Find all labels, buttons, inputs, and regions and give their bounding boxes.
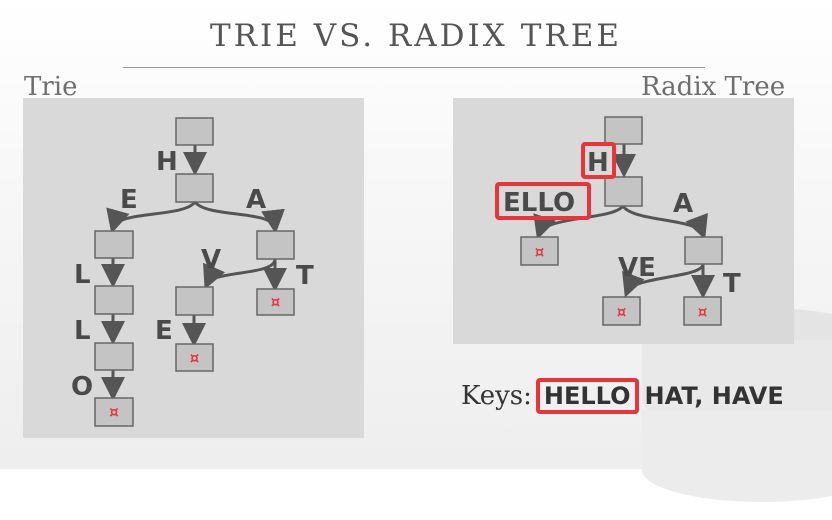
radix-highlight-h	[581, 142, 616, 179]
trie-terminal-symbol: ¤	[109, 403, 119, 421]
trie-root-node	[175, 117, 214, 146]
trie-label-e: E	[120, 185, 138, 215]
radix-label-ello: ELLO	[503, 188, 575, 218]
radix-panel: ¤ ¤ ¤ H ELLO A VE T	[453, 98, 794, 344]
trie-label-h: H	[156, 147, 178, 177]
radix-terminal-hat	[683, 296, 722, 326]
radix-terminal-hello	[520, 236, 559, 266]
keys-highlighted-hello: HELLO	[535, 378, 639, 414]
radix-edge-a	[621, 204, 708, 240]
keys-line: Keys: HELLO HAT, HAVE	[461, 378, 784, 414]
radix-edge-ve	[622, 263, 705, 298]
keys-rest: HAT, HAVE	[644, 382, 784, 410]
trie-label-l1: L	[74, 260, 91, 290]
trie-edge-v	[203, 258, 277, 290]
trie-node-hell	[94, 342, 134, 371]
trie-terminal-hat	[256, 288, 295, 316]
radix-node-h	[604, 176, 643, 207]
trie-label-o: O	[71, 372, 93, 402]
trie-label-v: V	[201, 245, 221, 275]
trie-label-t: T	[296, 261, 314, 291]
radix-terminal-symbol: ¤	[698, 303, 708, 321]
trie-node-hav	[175, 286, 214, 316]
trie-terminal-have	[175, 343, 214, 372]
trie-panel: ¤ ¤ ¤ H E A L V T L E O	[23, 98, 364, 438]
trie-terminal-symbol: ¤	[271, 293, 281, 311]
radix-label-a: A	[673, 189, 693, 219]
trie-edge-e	[106, 200, 197, 234]
radix-label-t: T	[723, 269, 741, 299]
radix-terminal-symbol: ¤	[617, 303, 627, 321]
trie-terminal-symbol: ¤	[190, 349, 200, 367]
trie-heading: Trie	[24, 72, 78, 102]
radix-label-ve: VE	[618, 253, 656, 283]
keys-label: Keys:	[461, 381, 532, 411]
radix-heading: Radix Tree	[641, 72, 786, 102]
trie-node-he	[94, 230, 134, 259]
radix-node-ha	[684, 236, 723, 265]
trie-label-e2: E	[155, 316, 173, 346]
trie-node-h	[175, 173, 214, 203]
radix-terminal-symbol: ¤	[535, 243, 545, 261]
title-divider	[123, 67, 705, 68]
trie-diagram: ¤ ¤ ¤ H E A L V T L E O	[71, 117, 314, 427]
trie-node-ha	[256, 230, 295, 260]
trie-edge-a	[193, 200, 285, 234]
slide-title: TRIE VS. RADIX TREE	[209, 18, 622, 54]
radix-terminal-have	[602, 296, 641, 326]
trie-node-hel	[94, 285, 134, 315]
radix-highlight-ello	[495, 182, 591, 220]
trie-terminal-hello	[94, 397, 134, 427]
radix-root-node	[604, 116, 643, 145]
radix-diagram: ¤ ¤ ¤ H ELLO A VE T	[495, 116, 741, 326]
trie-label-l2: L	[74, 316, 91, 346]
trie-label-a: A	[246, 185, 266, 215]
radix-label-h: H	[587, 148, 609, 178]
